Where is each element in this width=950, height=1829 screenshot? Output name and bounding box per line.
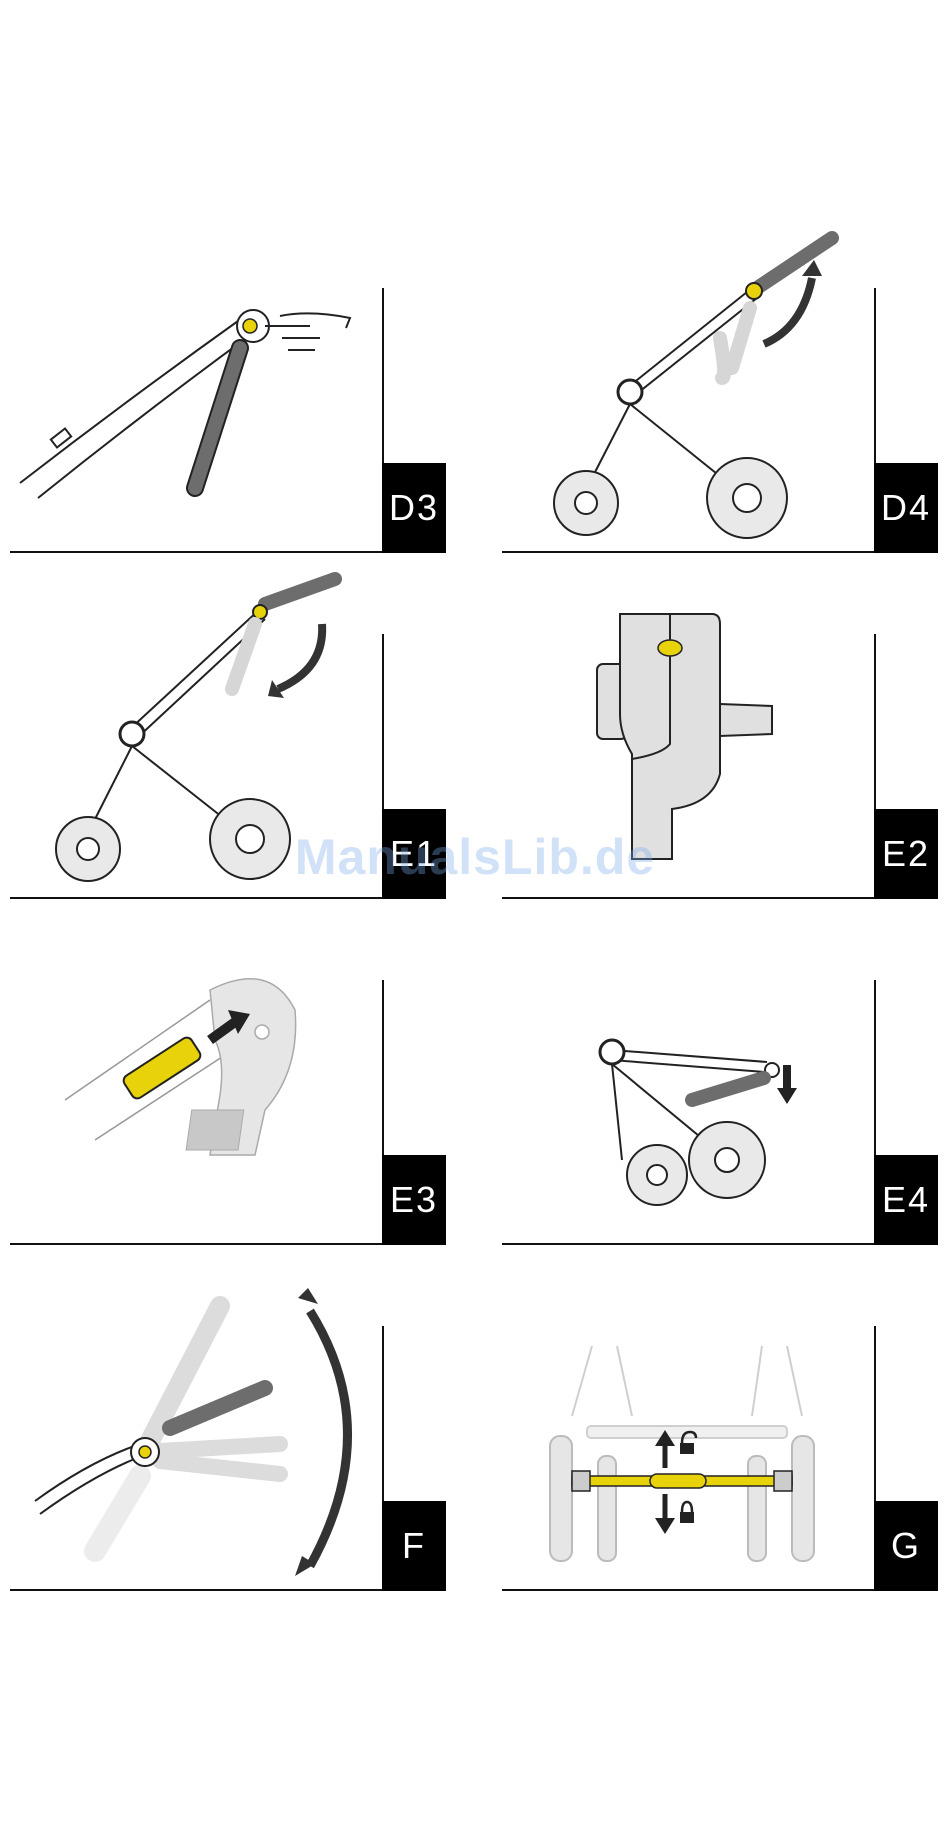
step-label: E3 — [382, 1155, 446, 1245]
step-label: D3 — [382, 463, 446, 553]
hinge-lock-illustration — [502, 634, 938, 899]
panel-e3: E3 — [10, 980, 446, 1245]
stroller-handle-fold-illustration — [10, 634, 446, 899]
step-label: F — [382, 1501, 446, 1591]
panel-e4: E4 — [502, 980, 938, 1245]
panel-d4: D4 — [502, 288, 938, 553]
step-label: D4 — [874, 463, 938, 553]
panel-g: G — [502, 1326, 938, 1591]
panel-e1: E1 — [10, 634, 446, 899]
panel-e2: E2 — [502, 634, 938, 899]
step-label: G — [874, 1501, 938, 1591]
handle-positions-illustration — [10, 1326, 446, 1591]
brake-bar-illustration — [502, 1326, 938, 1591]
slider-release-illustration — [10, 980, 446, 1245]
step-label: E2 — [874, 809, 938, 899]
panel-d3: D3 — [10, 288, 446, 553]
handlebar-button-illustration — [10, 288, 446, 553]
step-label: E1 — [382, 809, 446, 899]
stroller-handle-raise-illustration — [502, 288, 938, 553]
step-label: E4 — [874, 1155, 938, 1245]
stroller-folded-illustration — [502, 980, 938, 1245]
panel-f: F — [10, 1326, 446, 1591]
